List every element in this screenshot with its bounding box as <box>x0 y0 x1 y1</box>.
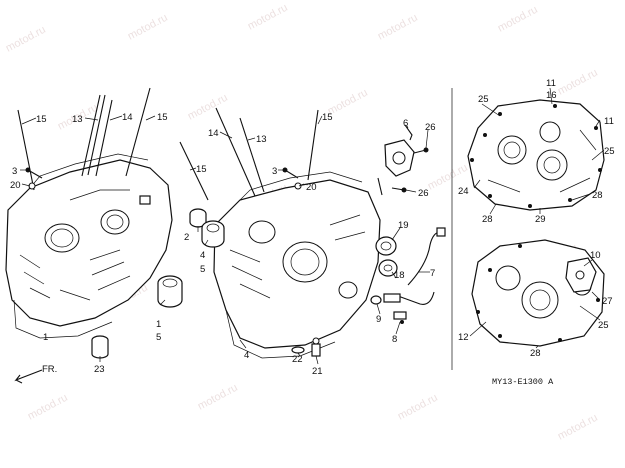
oil-seal-and-bearing <box>375 236 398 277</box>
diagram-code: MY13-E1300 A <box>492 377 554 387</box>
callout: 6 <box>403 118 408 129</box>
callout: 13 <box>256 134 267 145</box>
callout: 10 <box>590 250 601 261</box>
callout: 20 <box>306 182 317 193</box>
callout: 22 <box>292 354 303 365</box>
callout: 15 <box>196 164 207 175</box>
watermark: motod.ru <box>496 4 540 35</box>
watermark: motod.ru <box>4 24 48 55</box>
callout: 25 <box>598 320 609 331</box>
callout: 2 <box>184 232 189 243</box>
callout: 20 <box>10 180 21 191</box>
watermark: motod.ru <box>126 12 170 43</box>
right-crankcase-half <box>179 107 381 359</box>
watermark: motod.ru <box>556 67 600 98</box>
callout: 4 <box>244 350 249 361</box>
callout: 24 <box>458 186 469 197</box>
callout: 23 <box>94 364 105 375</box>
callout: 1 <box>43 332 48 343</box>
callout: 15 <box>36 114 47 125</box>
callout: 7 <box>430 268 435 279</box>
callout-numbers: 15 13 14 15 3 20 1 1 5 23 15 14 13 15 3 … <box>10 78 615 377</box>
front-label: FR. <box>42 364 57 375</box>
watermark: motod.ru <box>376 12 420 43</box>
leader-lines <box>20 87 605 365</box>
callout: 1 <box>156 319 161 330</box>
callout: 21 <box>312 366 323 377</box>
sensor-with-wire <box>397 227 446 305</box>
crank-bearing-left <box>157 275 183 308</box>
callout: 8 <box>392 334 397 345</box>
watermark: motod.ru <box>556 412 600 443</box>
switch-and-washer <box>370 293 407 324</box>
callout: 14 <box>208 128 219 139</box>
collar-part <box>91 335 109 359</box>
callout: 15 <box>157 112 168 123</box>
callout: 28 <box>592 190 603 201</box>
watermark: motod.ru <box>196 382 240 413</box>
callout: 26 <box>425 122 436 133</box>
callout: 26 <box>418 188 429 199</box>
callout: 4 <box>200 250 205 261</box>
bearing-group-center <box>189 208 225 248</box>
crankcase-cover-bottom-view <box>471 239 605 347</box>
callout: 15 <box>322 112 333 123</box>
watermark: motod.ru <box>396 392 440 423</box>
callout: 5 <box>156 332 161 343</box>
callout: 13 <box>72 114 83 125</box>
callout: 14 <box>122 112 133 123</box>
watermark: motod.ru <box>26 392 70 423</box>
callout: 3 <box>12 166 17 177</box>
callout: 25 <box>478 94 489 105</box>
callout: 25 <box>604 146 615 157</box>
callout: 28 <box>530 348 541 359</box>
watermark: motod.ru <box>246 2 290 33</box>
callout: 11 <box>546 78 556 89</box>
callout: 19 <box>398 220 409 231</box>
front-arrow: FR. <box>14 364 57 384</box>
callout: 12 <box>458 332 469 343</box>
callout: 5 <box>200 264 205 275</box>
callout: 16 <box>546 90 557 101</box>
callout: 18 <box>394 270 405 281</box>
left-crankcase-half <box>5 87 173 339</box>
callout: 29 <box>535 214 546 225</box>
cover-plate-6 <box>377 124 429 196</box>
watermark: motod.ru <box>186 92 230 123</box>
callout: 27 <box>602 296 613 307</box>
crankcase-cover-top-view <box>467 99 605 211</box>
callout: 28 <box>482 214 493 225</box>
callout: 11 <box>604 116 614 127</box>
callout: 9 <box>376 314 381 325</box>
callout: 3 <box>272 166 277 177</box>
